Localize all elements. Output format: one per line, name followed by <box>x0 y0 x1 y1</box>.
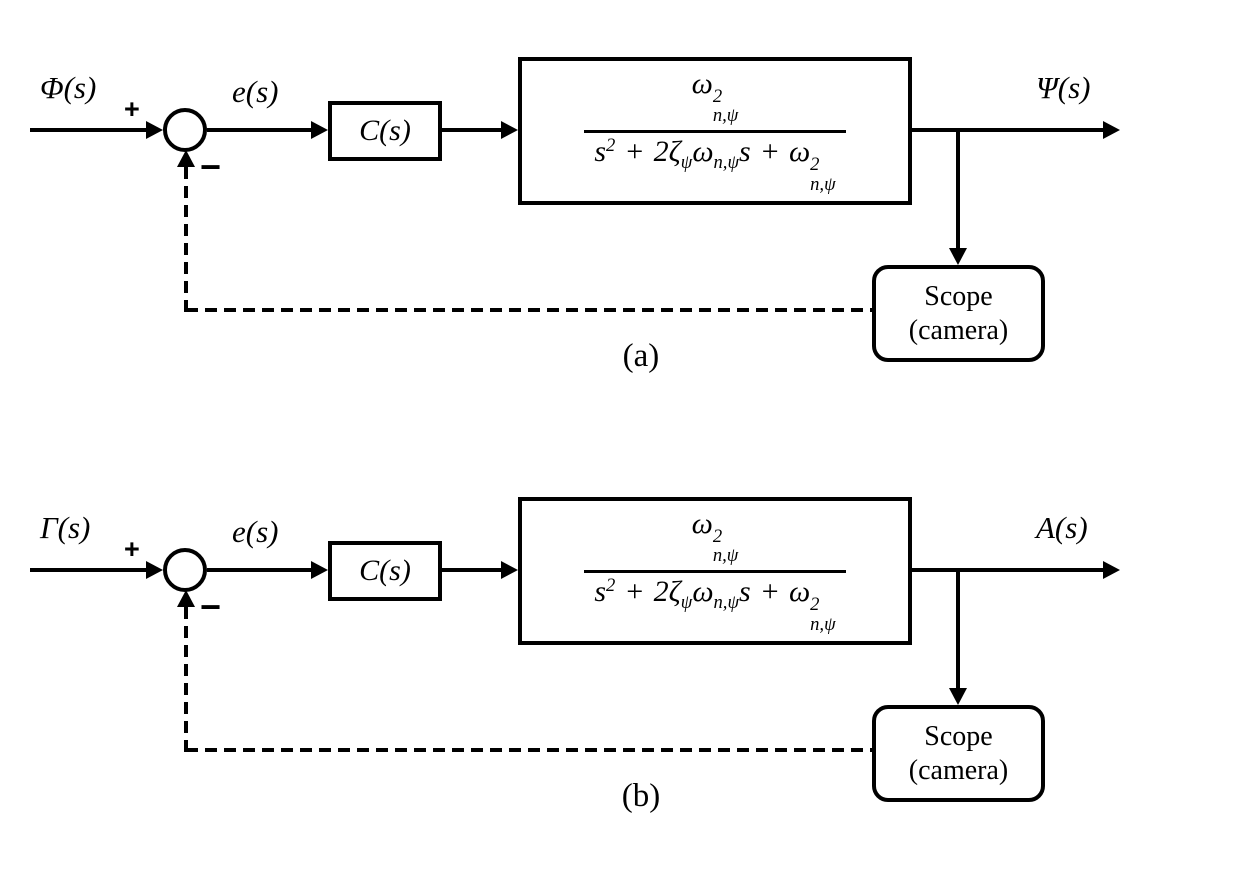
output-signal-line <box>912 568 1104 572</box>
fraction-bar <box>584 570 846 573</box>
controller-to-plant-line <box>442 568 502 572</box>
input-signal-label: Γ(s) <box>40 510 91 545</box>
controller-label: C(s) <box>359 554 411 587</box>
feedback-line-horizontal <box>186 308 872 312</box>
scope-label-line1: Scope <box>924 721 993 753</box>
scope-label-line1: Scope <box>924 281 993 313</box>
input-arrowhead-icon <box>146 121 163 139</box>
input-signal-line <box>30 568 148 572</box>
controller-label: C(s) <box>359 114 411 147</box>
error-signal-line <box>207 568 312 572</box>
feedback-line-horizontal <box>186 748 872 752</box>
input-signal-line <box>30 128 148 132</box>
input-arrowhead-icon <box>146 561 163 579</box>
error-signal-line <box>207 128 312 132</box>
input-signal-label: Φ(s) <box>40 70 97 105</box>
scope-label-line2: (camera) <box>908 314 1009 346</box>
controller-block: C(s) <box>328 101 442 161</box>
plant-arrowhead-icon <box>501 561 518 579</box>
minus-sign: − <box>200 586 222 627</box>
error-arrowhead-icon <box>311 561 328 579</box>
error-signal-label: e(s) <box>232 74 279 109</box>
plant-arrowhead-icon <box>501 121 518 139</box>
output-signal-label: A(s) <box>1036 510 1088 545</box>
minus-sign: − <box>200 146 222 187</box>
output-signal-label: Ψ(s) <box>1036 70 1091 105</box>
scope-arrowhead-icon <box>949 248 967 265</box>
error-arrowhead-icon <box>311 121 328 139</box>
output-signal-line <box>912 128 1104 132</box>
fraction-bar <box>584 130 846 133</box>
scope-block: Scope (camera) <box>872 265 1045 362</box>
plus-sign: + <box>124 534 140 564</box>
error-signal-label: e(s) <box>232 514 279 549</box>
feedback-arrowhead-icon <box>177 590 195 607</box>
plus-sign: + <box>124 94 140 124</box>
scope-label-line2: (camera) <box>908 754 1009 786</box>
output-arrowhead-icon <box>1103 121 1120 139</box>
feedback-arrowhead-icon <box>177 150 195 167</box>
branch-line <box>956 570 960 689</box>
summing-junction <box>163 548 207 592</box>
feedback-line-vertical <box>184 167 188 312</box>
controller-block: C(s) <box>328 541 442 601</box>
output-arrowhead-icon <box>1103 561 1120 579</box>
caption-b: (b) <box>621 778 661 814</box>
controller-to-plant-line <box>442 128 502 132</box>
scope-arrowhead-icon <box>949 688 967 705</box>
caption-a: (a) <box>622 338 660 374</box>
feedback-line-vertical <box>184 607 188 752</box>
branch-line <box>956 130 960 249</box>
scope-block: Scope (camera) <box>872 705 1045 802</box>
